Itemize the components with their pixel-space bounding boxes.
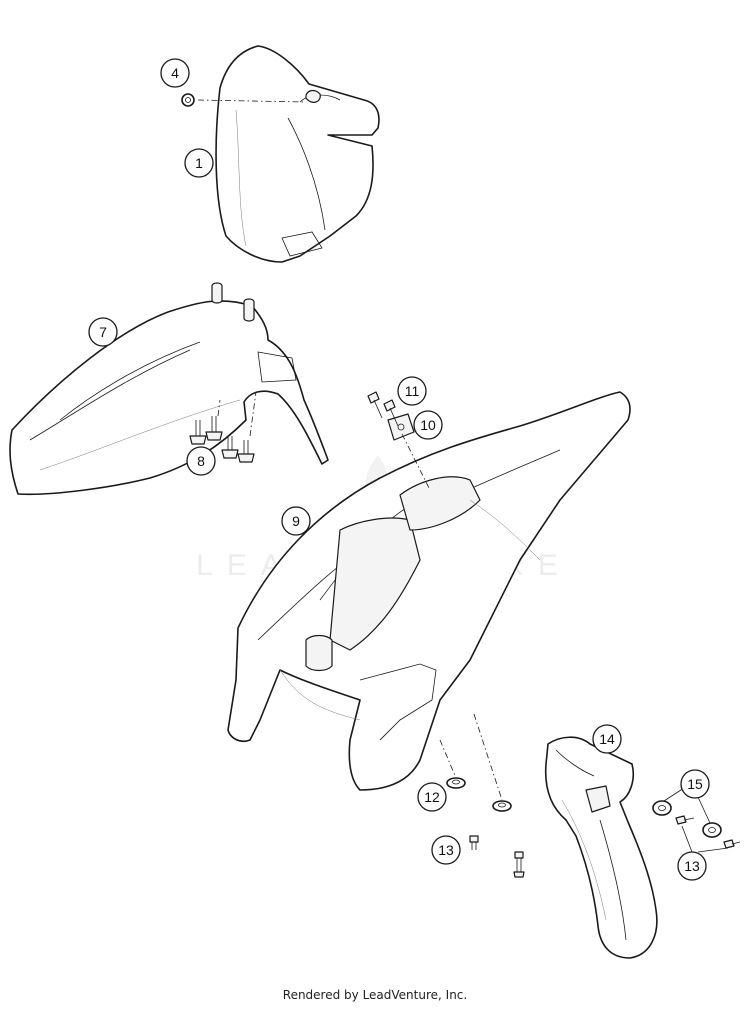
part-1-number-plate[interactable]	[215, 45, 380, 263]
callout-8-label: 8	[197, 453, 205, 469]
callout-15[interactable]: 15	[680, 769, 710, 799]
callout-7-label: 7	[99, 324, 107, 340]
callout-8[interactable]: 8	[186, 446, 216, 476]
part-8-screws[interactable]	[189, 416, 255, 463]
callout-14-label: 14	[599, 731, 615, 747]
callout-15-label: 15	[687, 776, 703, 792]
callout-13-center[interactable]: 13	[431, 835, 461, 865]
part-7-front-fender[interactable]	[9, 282, 329, 496]
part-4-nut[interactable]	[181, 93, 195, 107]
footer-credit: Rendered by LeadVenture, Inc.	[282, 988, 468, 1002]
part-11-bolts[interactable]	[367, 391, 399, 427]
callout-13-right[interactable]: 13	[677, 851, 707, 881]
callout-11-label: 11	[405, 383, 420, 399]
callout-12-label: 12	[424, 789, 440, 805]
callout-14[interactable]: 14	[592, 724, 622, 754]
callout-7[interactable]: 7	[88, 317, 118, 347]
callout-9-label: 9	[292, 513, 300, 529]
callout-4-label: 4	[171, 65, 179, 81]
leader-12	[439, 713, 503, 801]
leader-8	[217, 391, 257, 437]
leader-4	[197, 99, 305, 103]
part-13-screws-center[interactable]	[469, 835, 525, 878]
callout-11[interactable]: 11	[397, 376, 427, 406]
callout-1-label: 1	[195, 155, 203, 171]
callout-9[interactable]: 9	[281, 506, 311, 536]
part-14-guard[interactable]	[544, 736, 658, 959]
callout-10[interactable]: 10	[413, 410, 443, 440]
leader-10	[401, 433, 431, 491]
callout-4[interactable]: 4	[160, 58, 190, 88]
callout-13-center-label: 13	[438, 842, 454, 858]
part-10-clip[interactable]	[387, 413, 415, 441]
callout-13-right-label: 13	[684, 858, 700, 874]
callout-12[interactable]: 12	[417, 782, 447, 812]
part-12-washers[interactable]	[446, 777, 512, 812]
callout-connectors	[663, 787, 729, 853]
callout-1[interactable]: 1	[184, 148, 214, 178]
part-13-screws-right[interactable]	[675, 815, 741, 849]
part-9-rear-fender[interactable]	[227, 391, 631, 791]
part-15-grommets[interactable]	[652, 800, 722, 838]
callout-10-label: 10	[420, 417, 436, 433]
